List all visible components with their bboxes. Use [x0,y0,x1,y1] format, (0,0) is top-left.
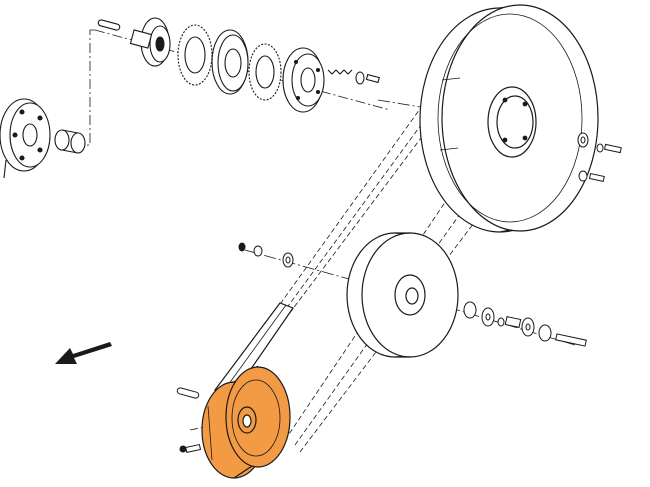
small-pulley-hardware [176,387,202,453]
small-drive-pulley [201,302,294,479]
set-screw [179,443,202,453]
medium-pulley-right-hardware [463,301,587,347]
pin [97,19,121,31]
clutch-axis-connector [75,29,95,146]
large-pulley-hardware [577,132,622,182]
ring [538,324,552,342]
bolt [555,333,587,347]
flange-plate [0,98,51,179]
medium-pulley-left-hardware [238,242,294,268]
large-pulley [419,4,599,233]
friction-disc [177,24,213,86]
washer [253,245,263,257]
bolt [603,143,622,154]
pressure-plate [211,29,249,95]
key [176,387,200,399]
friction-disc-2 [248,43,282,101]
washer [578,170,588,182]
bolt [365,73,380,84]
bolt [588,172,605,182]
washer [497,317,505,327]
shaft [504,316,522,328]
washer [577,132,589,148]
nut [282,252,294,268]
washer [596,143,604,153]
bearing [521,317,535,337]
bearing [481,307,495,327]
medium-pulley [346,232,459,358]
bushing [54,129,86,154]
clutch-assembly [0,17,391,179]
clutch-hub [129,17,171,67]
arrow-pointing-lower-left [55,342,112,364]
ring [463,301,477,319]
clutch-housing [282,47,325,113]
belt-line [294,199,471,446]
washer [238,242,246,252]
nut [355,71,365,85]
spring [327,69,353,75]
